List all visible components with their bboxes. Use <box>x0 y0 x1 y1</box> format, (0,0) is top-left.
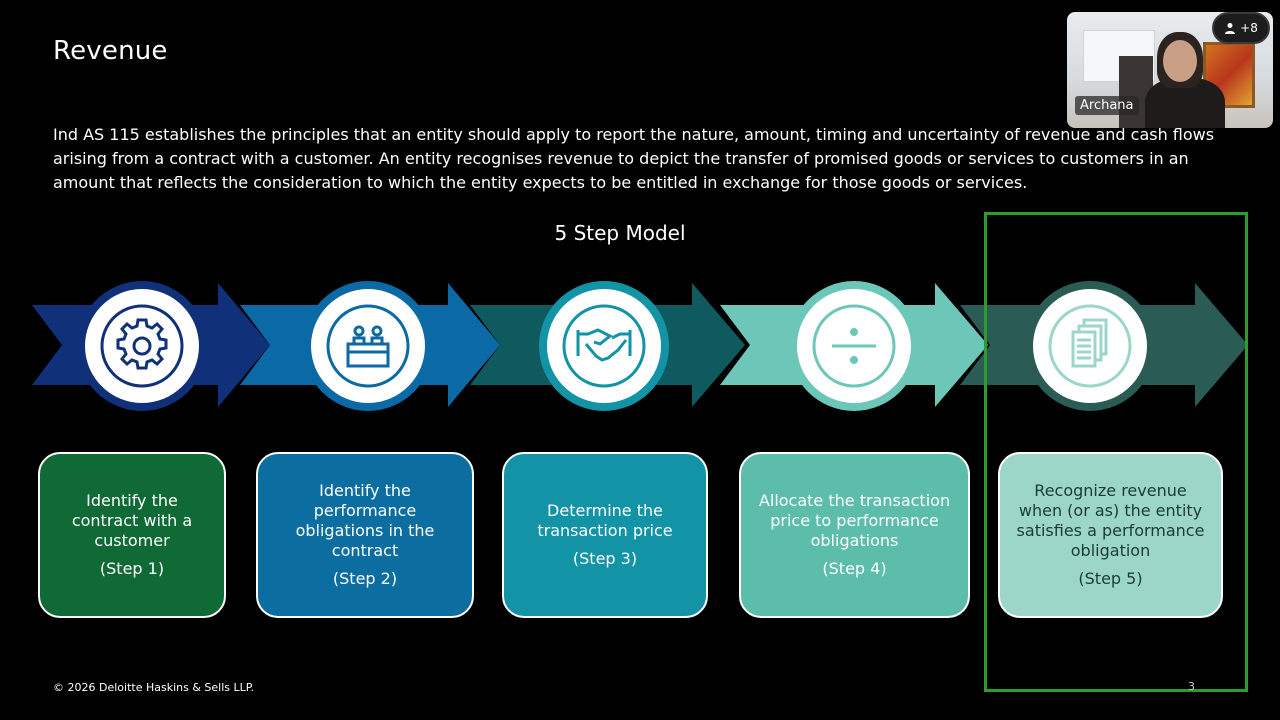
participant-count-button[interactable]: +8 <box>1212 12 1270 44</box>
handshake-icon <box>562 304 646 388</box>
step-3-box: Determine the transaction price (Step 3) <box>502 452 708 618</box>
step-1-box: Identify the contract with a customer (S… <box>38 452 226 618</box>
slide-title: Revenue <box>53 36 168 66</box>
documents-icon <box>1048 304 1132 388</box>
step-4-icon-circle <box>789 281 919 411</box>
step-1-label: Identify the contract with a customer <box>71 491 193 550</box>
video-person-head <box>1163 40 1197 82</box>
person-icon <box>1225 23 1236 34</box>
step-4-box: Allocate the transaction price to perfor… <box>739 452 970 618</box>
step-5-number: (Step 5) <box>1078 569 1143 588</box>
step-4-label: Allocate the transaction price to perfor… <box>758 491 951 550</box>
step-2-number: (Step 2) <box>332 569 398 588</box>
participant-count: +8 <box>1240 21 1258 35</box>
copyright-footer: © 2026 Deloitte Haskins & Sells LLP. <box>53 681 255 694</box>
participant-video-tile[interactable]: Archana <box>1067 12 1273 128</box>
step-4-number: (Step 4) <box>822 559 887 578</box>
page-number: 3 <box>1188 680 1195 693</box>
participant-name-label: Archana <box>1075 96 1139 115</box>
step-1-number: (Step 1) <box>99 559 165 578</box>
slide-intro-text: Ind AS 115 establishes the principles th… <box>53 125 1215 192</box>
step-3-icon-circle <box>539 281 669 411</box>
step-1-icon-circle <box>77 281 207 411</box>
step-5-box: Recognize revenue when (or as) the entit… <box>998 452 1223 618</box>
divide-icon <box>812 304 896 388</box>
desk-icon <box>326 304 410 388</box>
step-5-label: Recognize revenue when (or as) the entit… <box>1016 481 1205 560</box>
step-2-label: Identify the performance obligations in … <box>295 481 435 560</box>
gear-icon <box>100 304 184 388</box>
step-2-box: Identify the performance obligations in … <box>256 452 474 618</box>
step-2-icon-circle <box>303 281 433 411</box>
step-3-number: (Step 3) <box>572 549 638 568</box>
model-title: 5 Step Model <box>554 221 686 245</box>
step-3-label: Determine the transaction price <box>537 501 673 540</box>
step-5-highlight-frame <box>984 212 1248 692</box>
step-5-icon-circle <box>1025 281 1155 411</box>
